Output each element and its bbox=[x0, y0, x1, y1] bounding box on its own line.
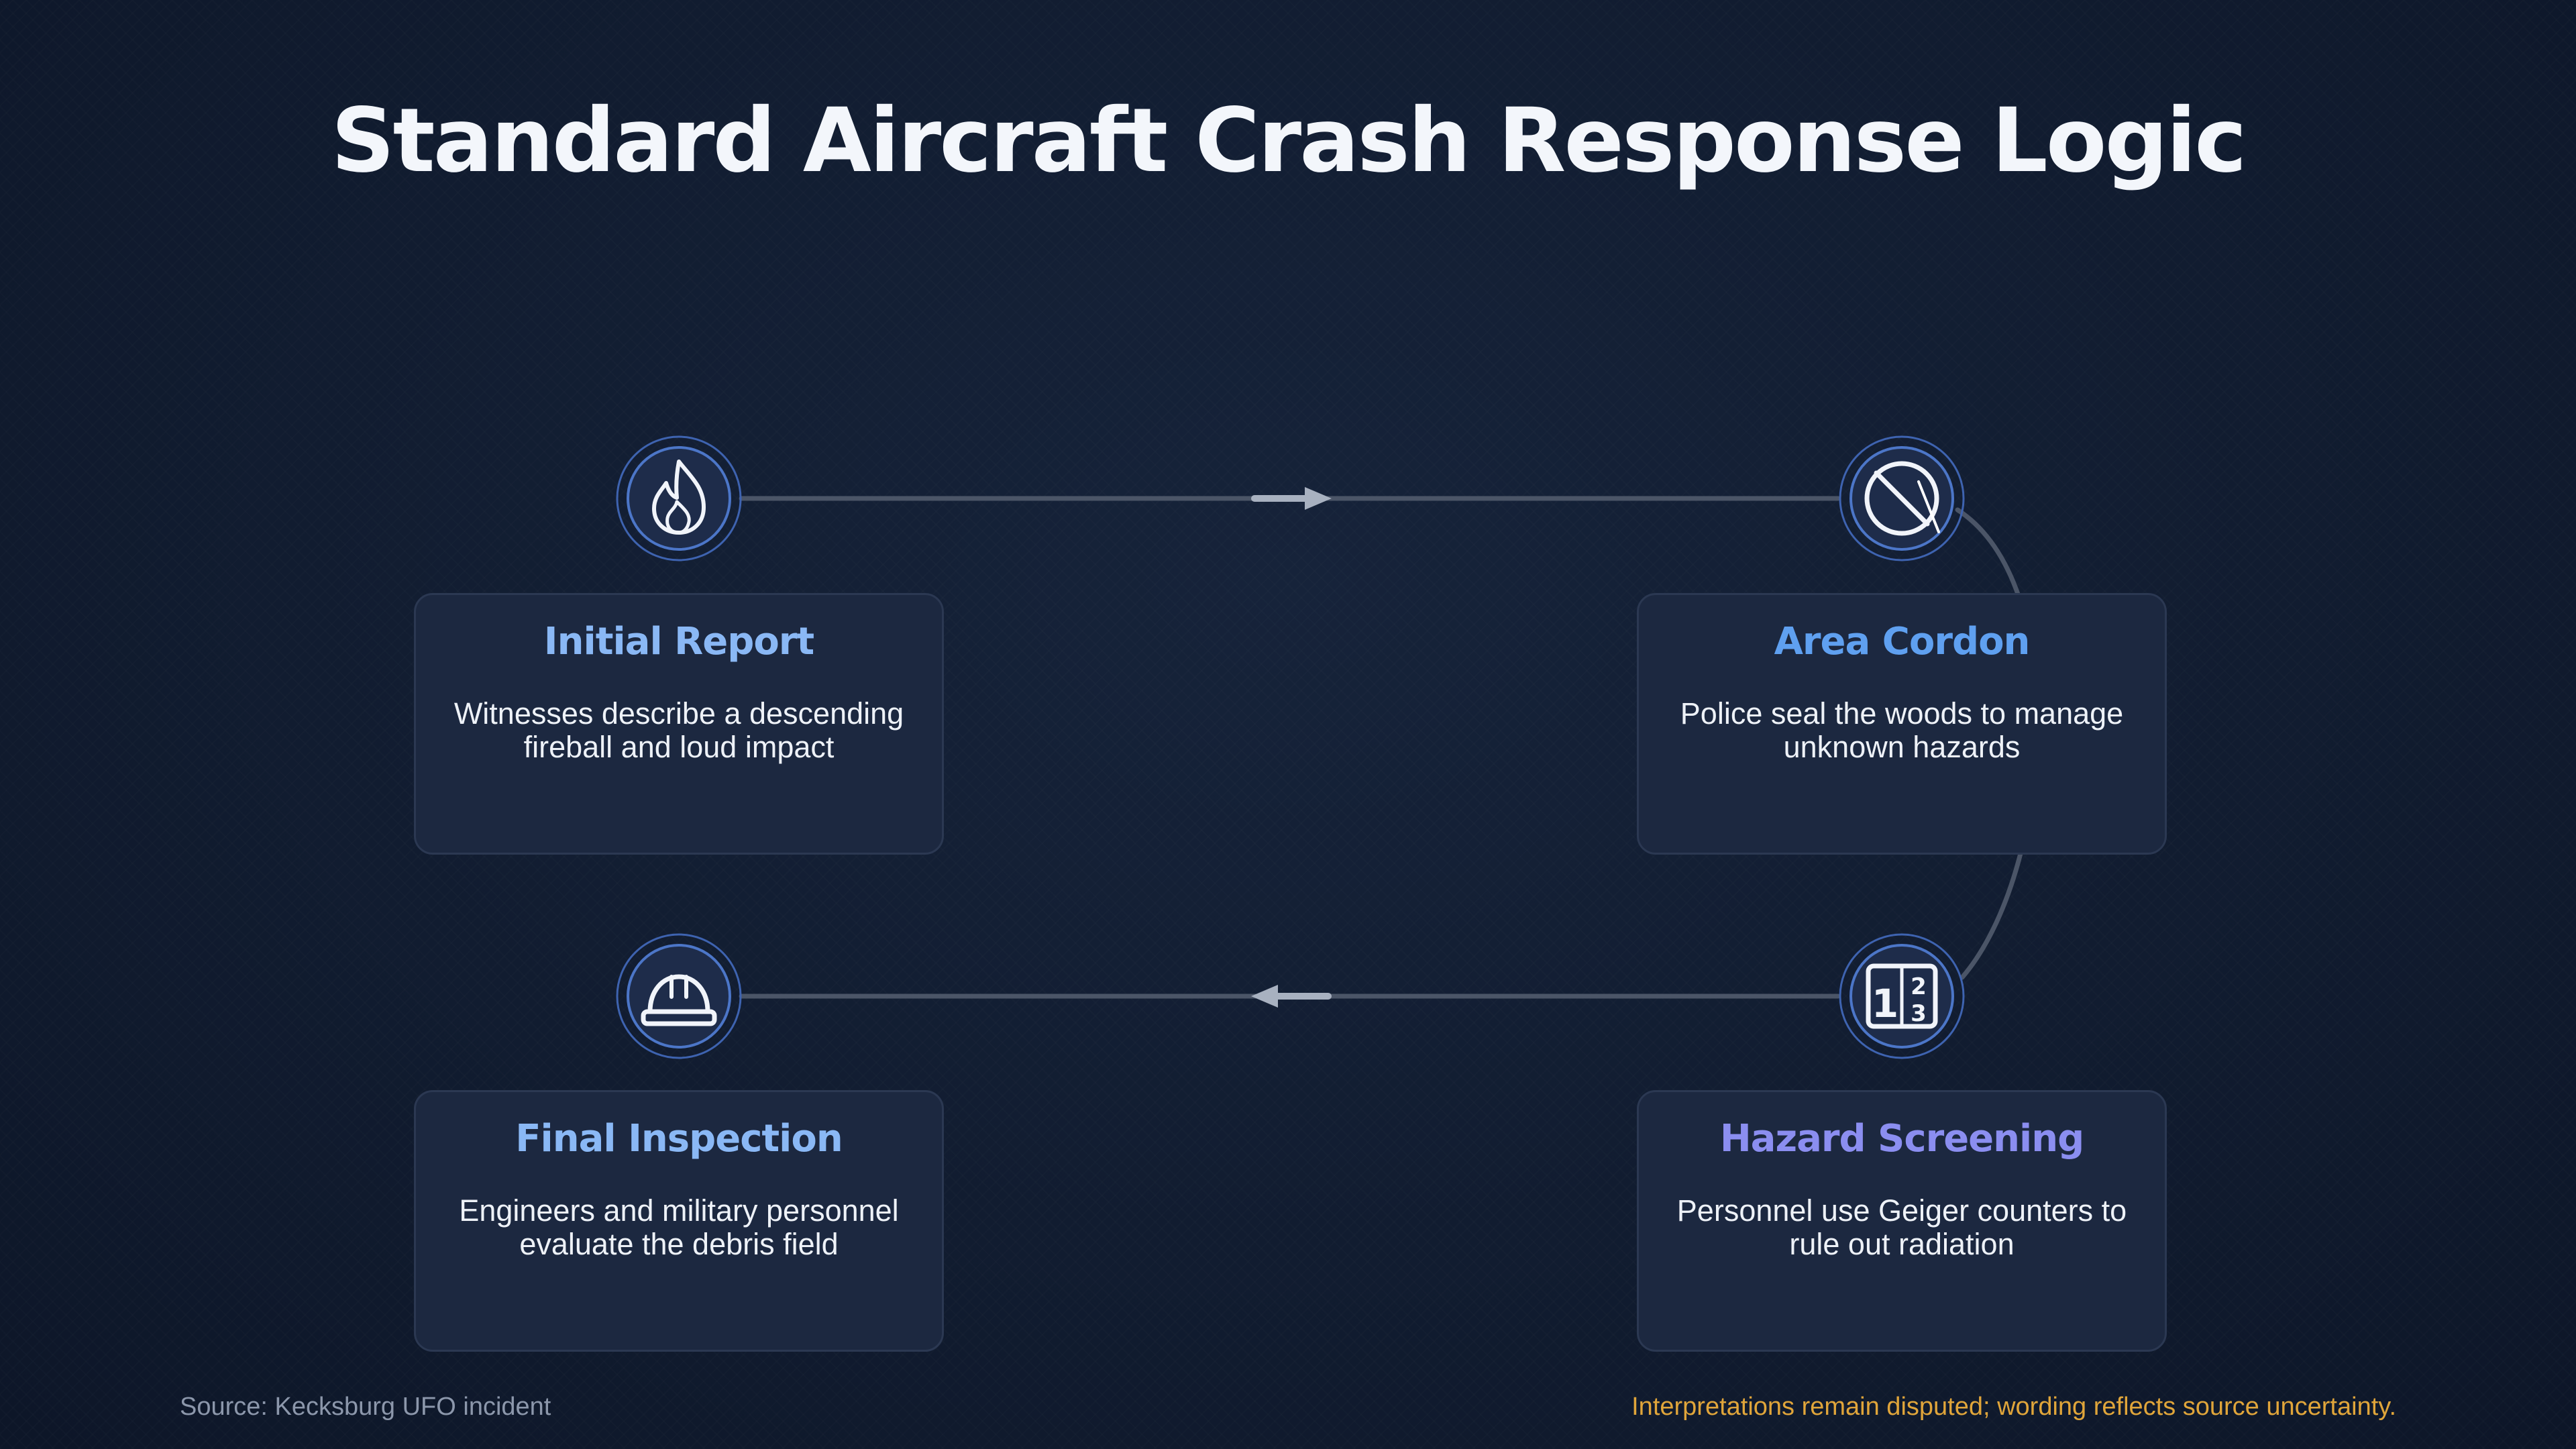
step-description: Witnesses describe a descending fireball… bbox=[453, 696, 904, 764]
svg-text:1: 1 bbox=[1872, 981, 1898, 1026]
source-note: Source: Kecksburg UFO incident bbox=[180, 1393, 551, 1421]
step-card-area-cordon: Area Cordon Police seal the woods to man… bbox=[1637, 593, 2167, 855]
step-title: Final Inspection bbox=[515, 1117, 843, 1161]
step-title: Area Cordon bbox=[1774, 620, 2031, 663]
step-description: Engineers and military personnel evaluat… bbox=[459, 1193, 899, 1261]
svg-text:3: 3 bbox=[1911, 1000, 1927, 1027]
arrow-left-icon bbox=[1251, 985, 1332, 1008]
step-title: Initial Report bbox=[543, 620, 814, 663]
flame-icon bbox=[615, 435, 743, 562]
disclaimer-note: Interpretations remain disputed; wording… bbox=[1631, 1393, 2396, 1421]
numbers-icon: 1 2 3 bbox=[1838, 932, 1966, 1060]
step-card-initial-report: Initial Report Witnesses describe a desc… bbox=[414, 593, 944, 855]
svg-text:2: 2 bbox=[1911, 973, 1927, 1000]
page-title: Standard Aircraft Crash Response Logic bbox=[331, 89, 2247, 193]
step-card-hazard-screening: Hazard Screening Personnel use Geiger co… bbox=[1637, 1090, 2167, 1352]
step-title: Hazard Screening bbox=[1719, 1117, 2084, 1161]
step-description: Personnel use Geiger counters to rule ou… bbox=[1676, 1193, 2127, 1261]
step-description: Police seal the woods to manage unknown … bbox=[1680, 696, 2124, 764]
hard-hat-icon bbox=[615, 932, 743, 1060]
step-card-final-inspection: Final Inspection Engineers and military … bbox=[414, 1090, 944, 1352]
arrow-right-icon bbox=[1251, 487, 1332, 510]
prohibited-icon bbox=[1838, 435, 1966, 562]
